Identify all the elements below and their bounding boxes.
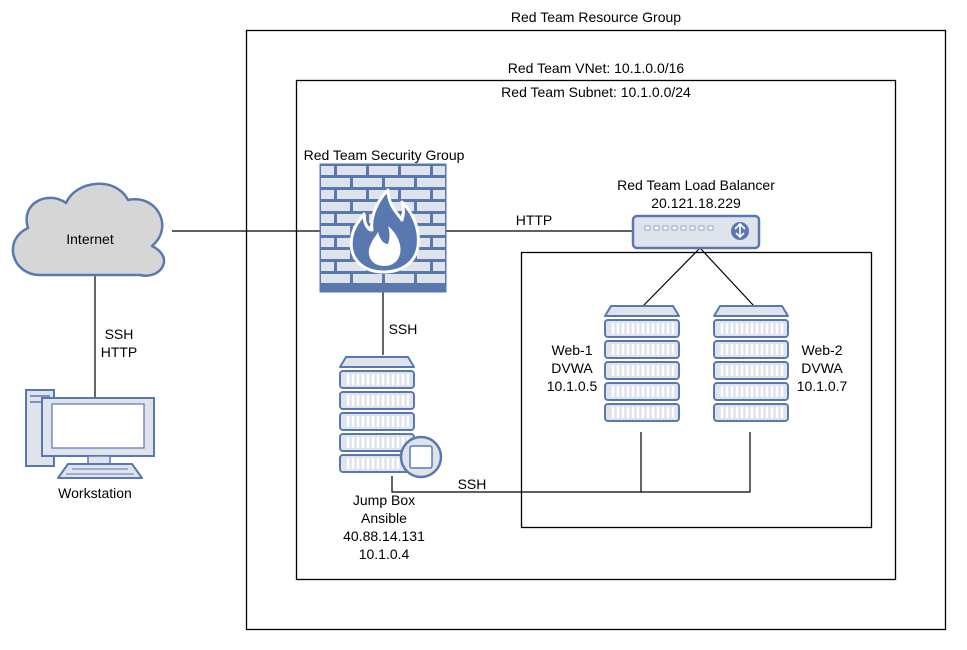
jump-box-line-2: Ansible — [361, 510, 407, 526]
web1-line-1: Web-1 — [552, 342, 593, 358]
load-balancer-ip: 20.121.18.229 — [651, 195, 741, 211]
security-group-label: Red Team Security Group — [304, 147, 465, 163]
cloud-icon — [11, 182, 166, 277]
resource-group-box — [245, 29, 947, 631]
connection-lines — [94, 230, 755, 493]
web1-line-2: DVWA — [551, 360, 593, 376]
web2-line-2: DVWA — [801, 360, 843, 376]
vnet-label: Red Team VNet: 10.1.0.0/16 — [508, 60, 685, 76]
jumpbox-webs-protocol: SSH — [458, 476, 487, 492]
link-lb-web2 — [699, 247, 755, 307]
resource-group-label: Red Team Resource Group — [511, 9, 681, 25]
jump-box-line-4: 10.1.0.4 — [359, 546, 410, 562]
link-jumpbox-webs — [391, 432, 751, 493]
web1-line-3: 10.1.0.5 — [547, 378, 598, 394]
jump-box-server-icon — [340, 357, 443, 479]
jump-box-line-3: 40.88.14.131 — [343, 528, 425, 544]
internet-workstation-protocol-1: SSH — [105, 326, 134, 342]
web-pool-box — [520, 251, 873, 529]
web2-server-icon — [714, 306, 788, 421]
firewall-icon — [319, 163, 447, 293]
workstation-label: Workstation — [58, 485, 132, 501]
load-balancer-name: Red Team Load Balancer — [617, 177, 775, 193]
load-balancer-icon — [631, 214, 761, 250]
web1-server-icon — [605, 306, 679, 421]
internet-label: Internet — [66, 231, 114, 247]
firewall-jumpbox-protocol: SSH — [389, 321, 418, 337]
jump-box-line-1: Jump Box — [353, 492, 415, 508]
internet-workstation-protocol-2: HTTP — [101, 344, 138, 360]
flame-icon — [349, 188, 420, 274]
vnet-box — [295, 79, 897, 581]
web2-line-3: 10.1.0.7 — [797, 378, 848, 394]
computer-icon — [25, 389, 155, 479]
link-lb-web1 — [642, 247, 701, 307]
firewall-lb-protocol: HTTP — [516, 212, 553, 228]
subnet-label: Red Team Subnet: 10.1.0.0/24 — [501, 84, 691, 100]
web2-line-1: Web-2 — [802, 342, 843, 358]
